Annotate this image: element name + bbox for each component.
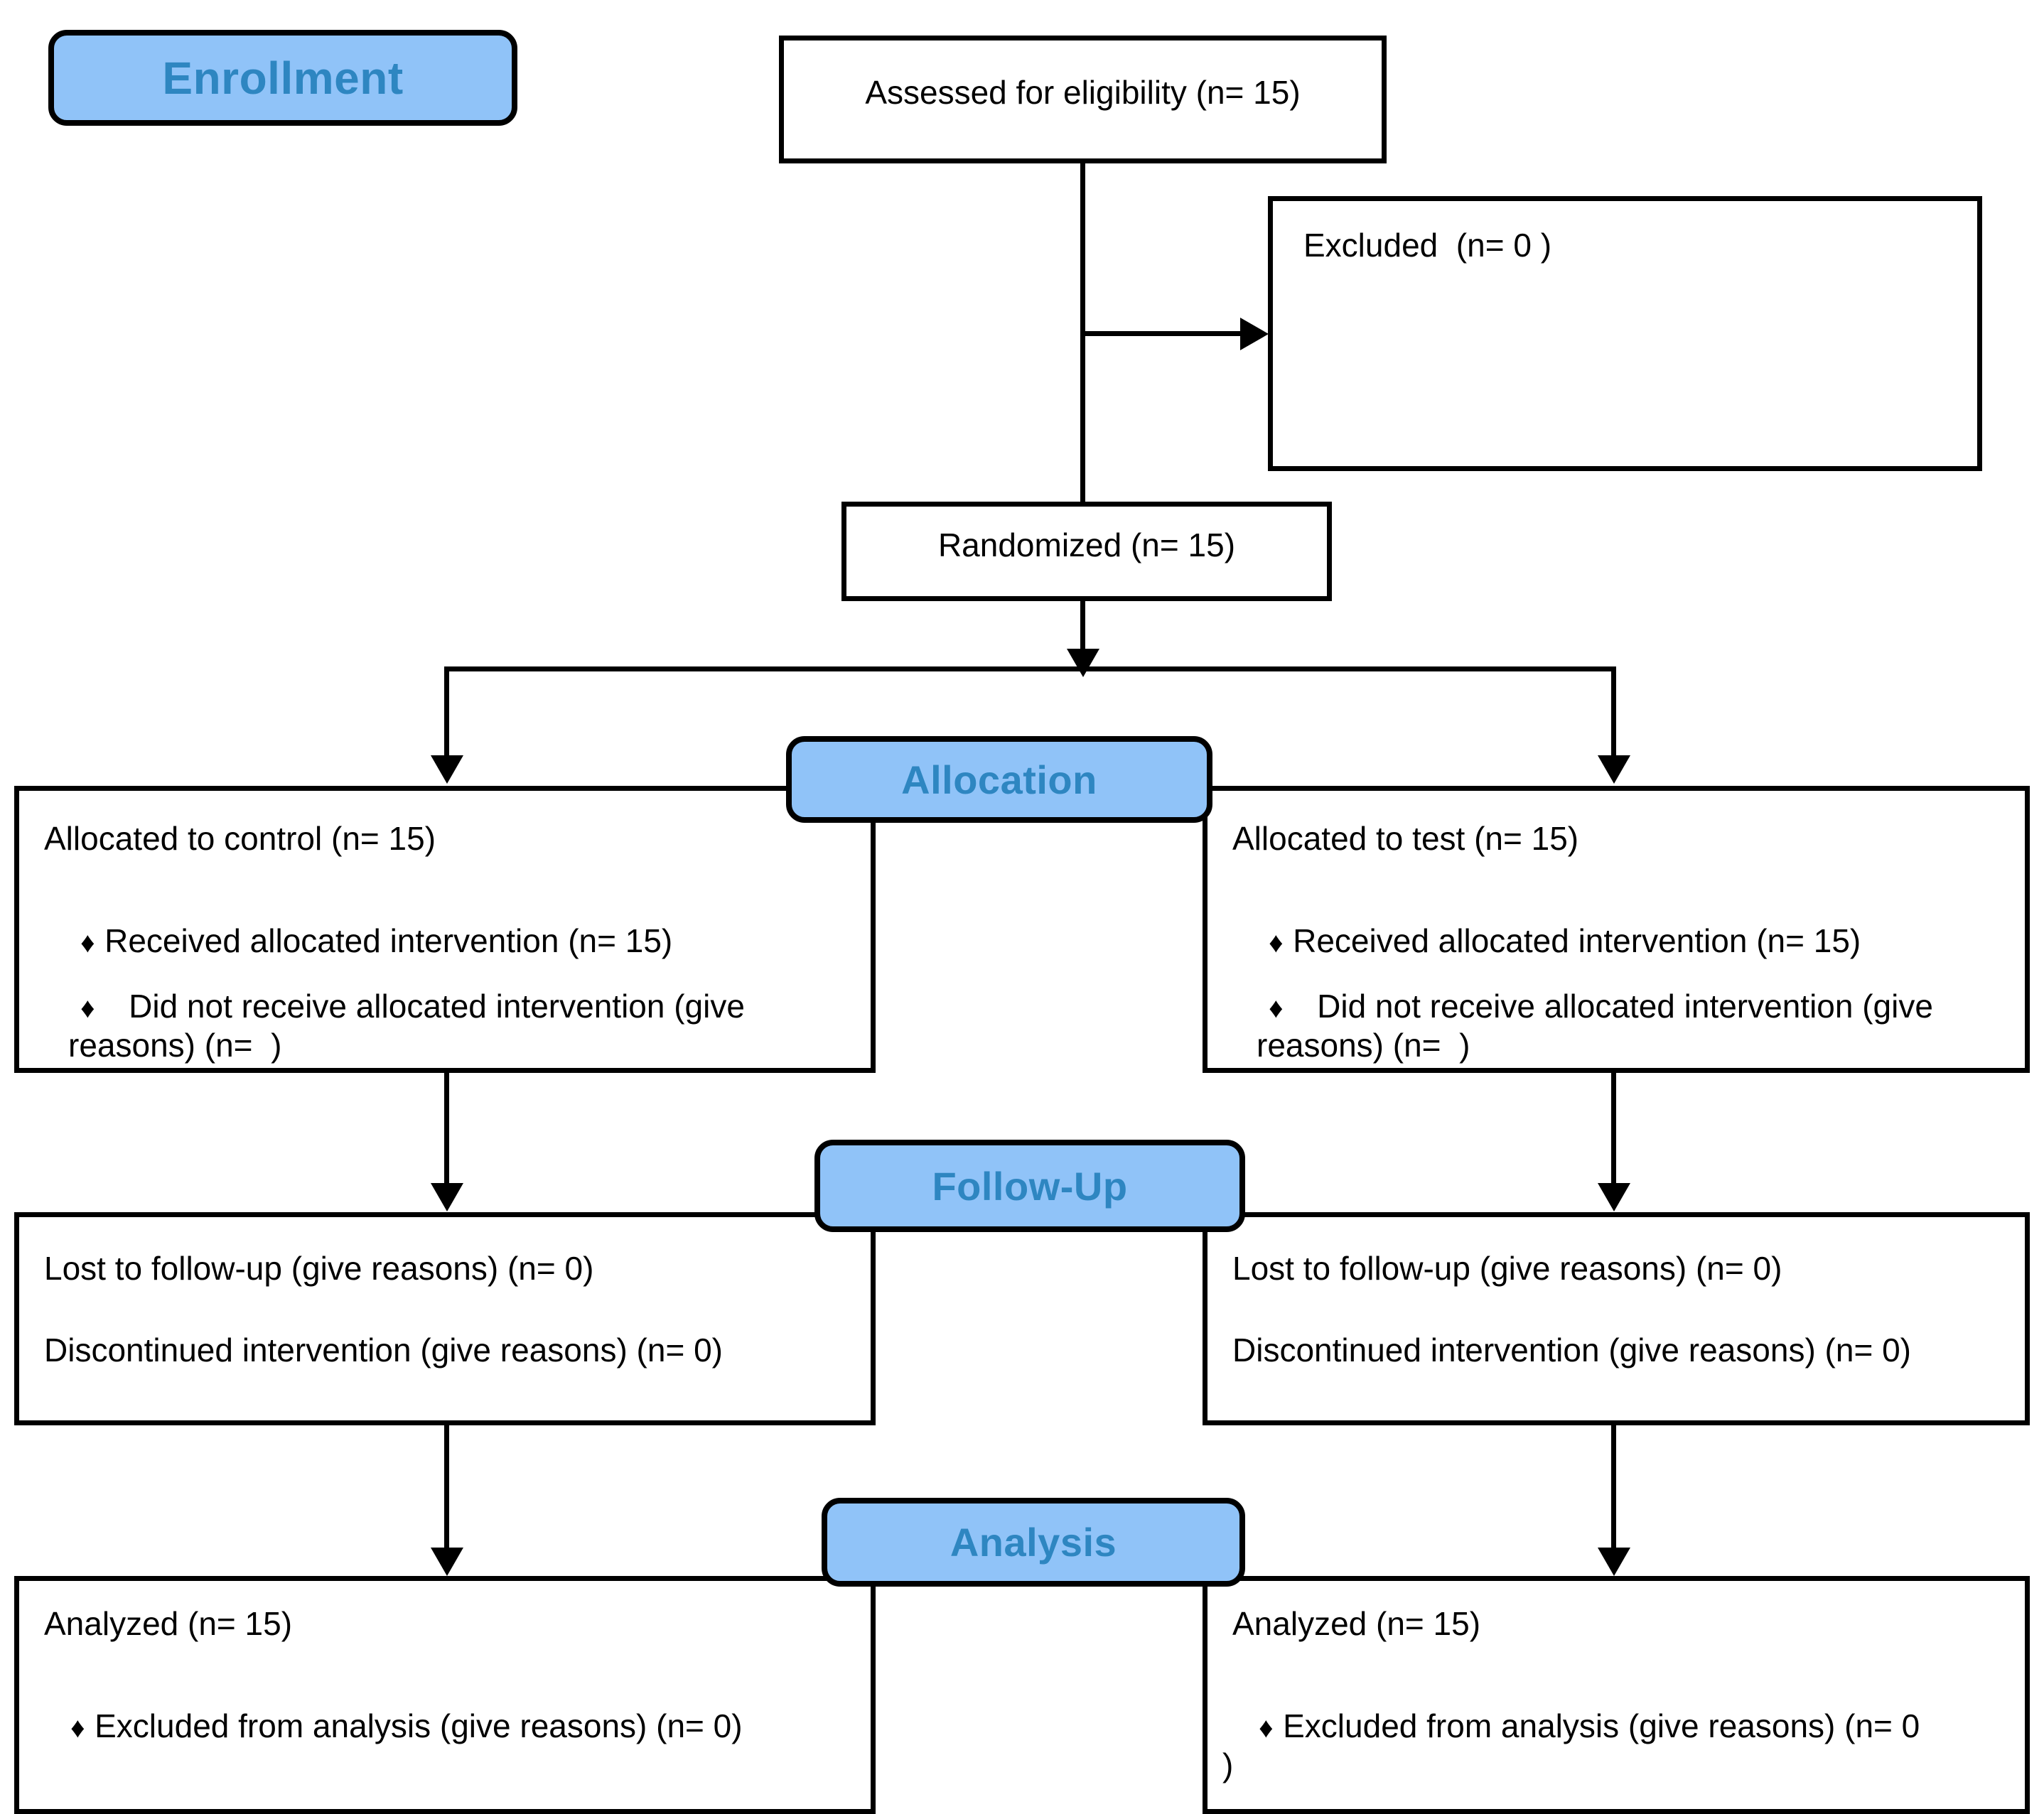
node-analysis-right-bullet-1-text: Excluded from analysis (give reasons) (n… [1222,1707,1920,1783]
bullet-diamond-icon: ♦ [1269,927,1284,959]
stage-badge-enrollment: Enrollment [48,30,517,126]
arrow-down-icon-analysis-right [1598,1548,1630,1576]
bullet-diamond-icon: ♦ [1269,993,1284,1025]
bullet-diamond-icon: ♦ [1259,1712,1274,1744]
node-allocation-right-bullet-1-text: Received allocated intervention (n= 15) [1293,922,1861,960]
node-analysis-left-heading: Analyzed (n= 15) [44,1605,293,1642]
node-followup-left [14,1212,876,1425]
node-analysis-right-heading: Analyzed (n= 15) [1232,1605,1481,1642]
arrow-down-icon-followup-left [431,1183,463,1211]
node-allocation-left-bullet-2: ♦Did not receive allocated intervention … [44,949,843,1103]
node-analysis-left-bullet-1-text: Excluded from analysis (give reasons) (n… [95,1707,743,1745]
node-assessed-for-eligibility-text: Assessed for eligibility (n= 15) [865,74,1301,111]
node-excluded-text: Excluded (n= 0 ) [1303,227,1552,264]
arrow-down-icon-allocation-right [1598,755,1630,784]
node-followup-left-line-2: Discontinued intervention (give reasons)… [44,1332,723,1368]
node-allocation-left-bullet-2-text: Did not receive allocated intervention (… [68,988,754,1064]
node-assessed-for-eligibility [779,36,1387,163]
stage-badge-enrollment-label: Enrollment [162,52,404,104]
connector-randomized-stem [1080,601,1085,657]
connector-followup-to-analysis-right [1611,1425,1616,1550]
arrow-down-icon-analysis-left [431,1548,463,1576]
node-allocation-left-bullet-1-text: Received allocated intervention (n= 15) [104,922,673,960]
node-excluded [1268,196,1982,471]
node-allocation-left [14,786,876,1073]
node-allocation-left-heading: Allocated to control (n= 15) [44,820,436,857]
node-allocation-right [1203,786,2030,1073]
connector-allocation-to-followup-right [1611,1073,1616,1187]
arrow-down-icon-followup-right [1598,1183,1630,1211]
node-allocation-left-bullet-1: ♦ Received allocated intervention (n= 15) [44,883,854,999]
node-allocation-right-bullet-2-text: Did not receive allocated intervention (… [1257,988,1942,1064]
node-analysis-right-bullet-1: ♦Excluded from analysis (give reasons) (… [1222,1668,2026,1814]
stage-badge-follow-up: Follow-Up [814,1140,1245,1232]
bullet-diamond-icon: ♦ [80,927,95,959]
connector-followup-to-analysis-left [444,1425,449,1550]
stage-badge-analysis: Analysis [822,1498,1245,1587]
connector-split-to-allocation-right [1611,666,1616,759]
bullet-diamond-icon: ♦ [80,993,95,1025]
node-analysis-left-bullet-1: ♦ Excluded from analysis (give reasons) (… [34,1668,866,1784]
node-analysis-left [14,1576,876,1814]
connector-assessed-to-excluded [1080,331,1251,336]
node-followup-right [1203,1212,2030,1425]
node-allocation-right-bullet-2: ♦Did not receive allocated intervention … [1232,949,2031,1103]
connector-split-to-allocation-left [444,666,449,759]
node-allocation-right-bullet-1: ♦ Received allocated intervention (n= 15) [1232,883,2014,999]
bullet-diamond-icon: ♦ [70,1712,85,1744]
node-followup-right-line-2: Discontinued intervention (give reasons)… [1232,1332,1911,1368]
node-followup-right-line-1: Lost to follow-up (give reasons) (n= 0) [1232,1250,1782,1287]
stage-badge-follow-up-label: Follow-Up [932,1163,1128,1209]
node-analysis-right [1203,1576,2030,1814]
arrow-right-icon-excluded [1240,318,1269,350]
stage-badge-analysis-label: Analysis [950,1520,1117,1565]
node-randomized-text: Randomized (n= 15) [937,527,1236,563]
node-randomized [841,502,1332,601]
arrow-down-icon-allocation-left [431,755,463,784]
connector-allocation-split-bar [444,666,1616,671]
connector-allocation-to-followup-left [444,1073,449,1187]
stage-badge-allocation: Allocation [786,736,1212,823]
node-allocation-right-heading: Allocated to test (n= 15) [1232,820,1579,857]
arrow-down-icon-randomized-split [1067,649,1099,677]
node-followup-left-line-1: Lost to follow-up (give reasons) (n= 0) [44,1250,594,1287]
stage-badge-allocation-label: Allocation [901,757,1097,802]
